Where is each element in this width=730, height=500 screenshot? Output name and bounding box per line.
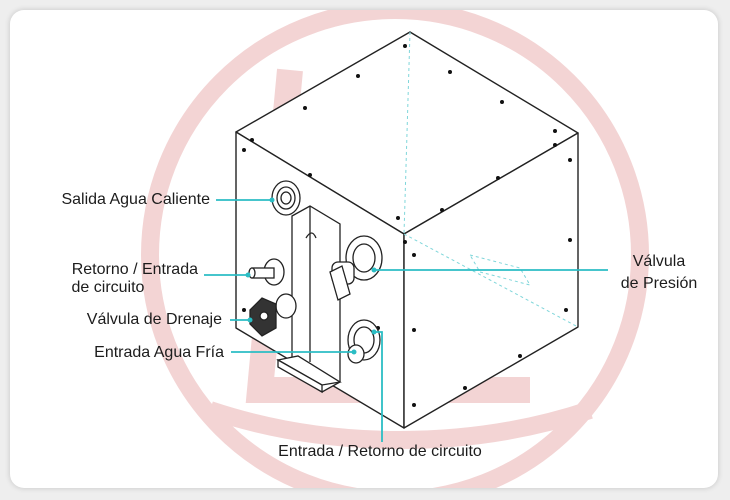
label-drain-valve: Válvula de Drenaje	[86, 311, 222, 328]
label-inlet-return-bottom: Entrada / Retorno de circuito	[278, 443, 482, 460]
label-cold-water-inlet: Entrada Agua Fría	[94, 344, 224, 361]
label-hot-water-outlet: Salida Agua Caliente	[61, 191, 210, 208]
mounting-bracket	[276, 205, 342, 394]
hidden-guides	[403, 31, 579, 328]
label-pressure-valve-line1: Válvula	[632, 253, 686, 270]
label-return-inlet-line2: de circuito	[71, 279, 145, 296]
callout-lines	[204, 199, 608, 442]
label-pressure-valve-line2: de Presión	[620, 275, 698, 292]
fitting-cold-inlet	[347, 319, 381, 364]
diagram-card: Salida Agua Caliente Retorno / Entrada d…	[10, 10, 718, 488]
callout-dots	[245, 197, 377, 355]
fitting-hot-outlet	[271, 180, 301, 216]
water-heater-diagram	[141, 10, 649, 488]
callout-line-bottom-inlet	[374, 331, 383, 442]
label-return-inlet-line1: Retorno / Entrada	[71, 261, 198, 278]
fitting-drain-valve	[249, 293, 297, 337]
fitting-return-inlet	[248, 258, 285, 286]
